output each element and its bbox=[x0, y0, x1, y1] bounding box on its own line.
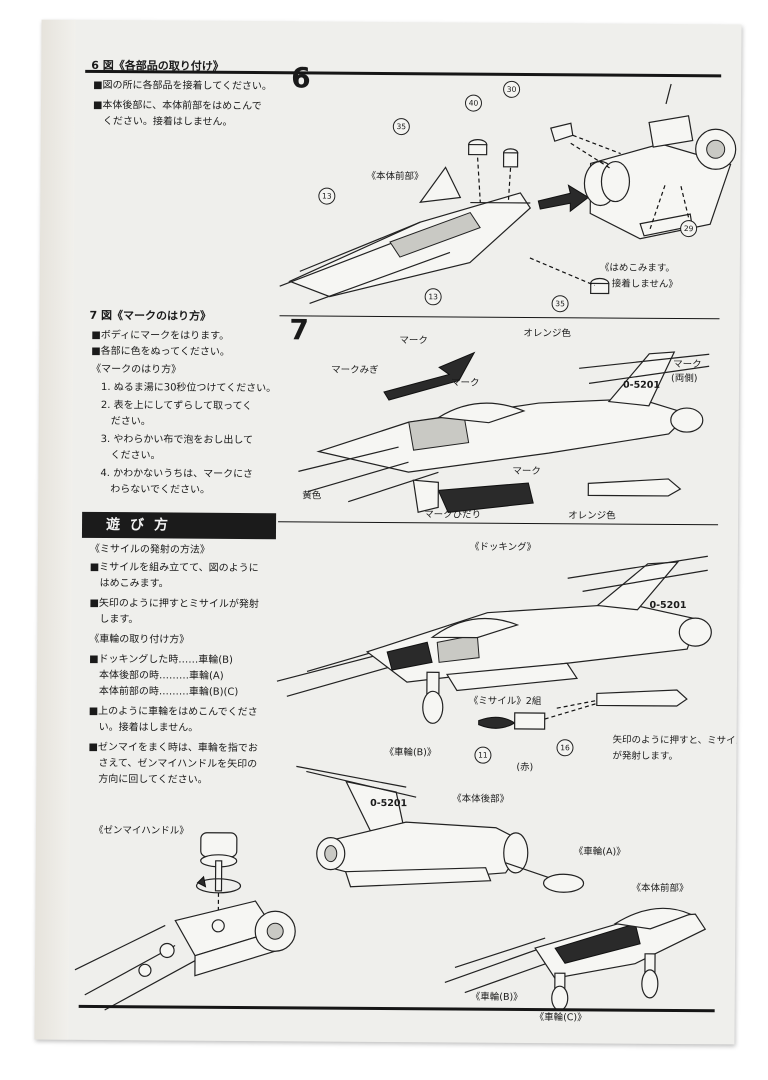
part-number-13-upper: 13 bbox=[318, 187, 336, 205]
play-line-14: 方向に回してください。 bbox=[88, 773, 208, 786]
section7-line-8: ください。 bbox=[100, 449, 161, 462]
section7-line-2: ■各部に色をぬってください。 bbox=[91, 345, 230, 358]
section6-line-3: ください。接着はしません。 bbox=[92, 115, 233, 128]
play-line-2: ■ミサイルを組み立てて、図のように bbox=[89, 561, 259, 575]
decal-mark2-label: マーク bbox=[451, 377, 480, 389]
instruction-sheet: 6 図《各部品の取り付け》 6 ■図の所に各部品を接着してください。 ■本体後部… bbox=[34, 19, 742, 1045]
decal-mark3-label: マーク bbox=[512, 465, 541, 478]
part-number-40: 40 bbox=[464, 94, 483, 112]
orange-color-label-top: オレンジ色 bbox=[523, 327, 571, 340]
section7-line-9: 4. かわかないうちは、マークにさ bbox=[100, 467, 253, 481]
section7-line-7: 3. やわらかい布で泡をおし出して bbox=[100, 433, 254, 447]
part-number-35-lower: 35 bbox=[551, 295, 569, 313]
play-section-banner: 遊び方 bbox=[81, 511, 277, 540]
part-number-29: 29 bbox=[680, 220, 698, 238]
play-line-8: 本体後部の時………車輪(A) bbox=[88, 669, 224, 682]
docking-ship-illustration bbox=[276, 555, 712, 730]
yellow-color-label: 黄色 bbox=[302, 490, 322, 502]
section7-line-5: 2. 表を上にしてずらして取ってく bbox=[100, 399, 253, 413]
play-line-9: 本体前部の時………車輪(B)(C) bbox=[88, 685, 239, 698]
part-number-30: 30 bbox=[503, 80, 521, 98]
section7-line-6: ださい。 bbox=[100, 415, 151, 428]
section7-line-10: わらないでください。 bbox=[100, 483, 211, 496]
section7-line-4: 1. ぬるま湯に30秒位つけてください。 bbox=[100, 381, 277, 395]
rear-body-illustration bbox=[296, 765, 585, 893]
play-line-11: い。接着はしません。 bbox=[88, 721, 199, 734]
play-line-5: します。 bbox=[89, 613, 139, 626]
section7-heading: 7 図《マークのはり方》 bbox=[89, 308, 212, 323]
play-line-13: さえて、ゼンマイハンドルを矢印の bbox=[88, 757, 258, 771]
wind-up-handle-illustration bbox=[74, 832, 296, 1011]
part-number-35: 35 bbox=[392, 118, 410, 136]
hull-code-docking: 0-5201 bbox=[649, 599, 687, 612]
wheel-a-label: 《車輪(A)》 bbox=[573, 846, 626, 858]
play-line-4: ■矢印のように押すとミサイルが発射 bbox=[89, 597, 259, 611]
part-number-13-lower: 13 bbox=[424, 288, 442, 306]
section7-decal-illustration bbox=[298, 351, 710, 513]
orange-color-label-bottom: オレンジ色 bbox=[568, 510, 616, 522]
play-line-12: ■ゼンマイをまく時は、車輪を指でお bbox=[88, 741, 258, 755]
snap-fit-note-1: 《はめこみます。 bbox=[599, 262, 675, 274]
section6-line-1: ■図の所に各部品を接着してください。 bbox=[93, 79, 273, 93]
decal-mark-label: マーク bbox=[399, 335, 428, 347]
missile-press-note-2: が発射します。 bbox=[612, 750, 679, 763]
play-line-7: ■ドッキングした時……車輪(B) bbox=[89, 653, 233, 666]
missile-press-note-1: 矢印のように押すと、ミサイル bbox=[612, 734, 742, 747]
section6-heading: 6 図《各部品の取り付け》 bbox=[91, 58, 224, 73]
section7-line-3: 《マークのはり方》 bbox=[91, 363, 182, 376]
section6-line-2: ■本体後部に、本体前部をはめこんで bbox=[92, 99, 262, 113]
front-body-illustration bbox=[444, 907, 707, 1011]
decal-mark-right-label: マークみぎ bbox=[331, 364, 379, 376]
play-line-10: ■上のように車輪をはめこんでくださ bbox=[88, 705, 258, 719]
hull-code-rear-body: 0-5201 bbox=[370, 797, 408, 810]
snap-fit-note-2: 接着しません》 bbox=[611, 278, 678, 291]
decal-both-sides-label: (両側) bbox=[671, 372, 698, 385]
play-line-6: 《車輪の取り付け方》 bbox=[89, 633, 190, 646]
missile-set-label: 《ミサイル》2組 bbox=[468, 695, 542, 708]
section7-line-1: ■ボディにマークをはります。 bbox=[91, 329, 230, 342]
hull-code-tail: 0-5201 bbox=[622, 379, 661, 391]
section6-assembly-illustration bbox=[279, 83, 737, 305]
decal-mark-left-label: マークひだり bbox=[424, 509, 482, 521]
decal-mark-both-label: マーク bbox=[673, 358, 702, 371]
front-body-label: 《本体前部》 bbox=[366, 170, 424, 183]
play-line-1: 《ミサイルの発射の方法》 bbox=[89, 543, 210, 556]
play-line-3: はめこみます。 bbox=[89, 577, 169, 590]
wheel-b-label-front: 《車輪(B)》 bbox=[470, 991, 523, 1003]
